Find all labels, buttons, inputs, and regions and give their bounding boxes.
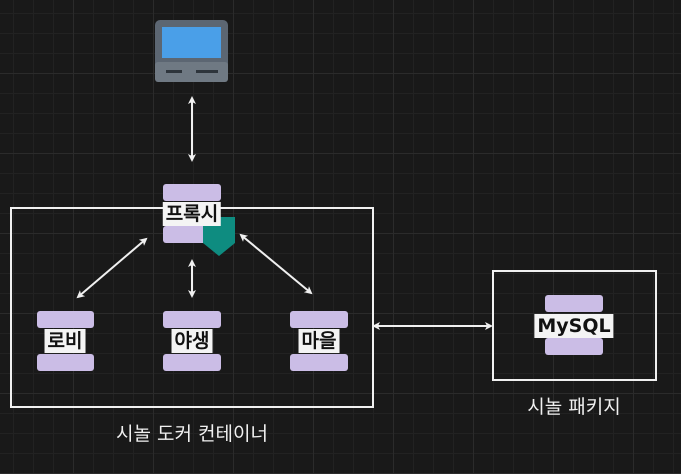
lobby-node-bottom bbox=[37, 354, 94, 371]
arrow-proxy-village bbox=[239, 233, 313, 295]
village-label: 마을 bbox=[298, 329, 340, 353]
village-node-bottom bbox=[290, 354, 348, 371]
mysql-label: MySQL bbox=[534, 314, 614, 338]
village-node-top bbox=[290, 311, 348, 328]
mysql-node-top bbox=[545, 295, 603, 312]
lobby-label: 로비 bbox=[44, 329, 86, 353]
wild-node-bottom bbox=[163, 354, 221, 371]
mysql-node-bottom bbox=[545, 338, 603, 355]
wild-node-top bbox=[163, 311, 221, 328]
arrow-proxy-lobby bbox=[76, 237, 148, 299]
proxy-node-top bbox=[163, 184, 221, 201]
laptop-icon bbox=[155, 20, 228, 82]
lobby-node-top bbox=[37, 311, 94, 328]
shield-icon bbox=[203, 217, 235, 256]
wild-label: 야생 bbox=[171, 329, 213, 353]
package-container-box bbox=[492, 270, 657, 381]
docker-container-caption: 시놀 도커 컨테이너 bbox=[116, 423, 268, 445]
package-container-caption: 시놀 패키지 bbox=[527, 396, 621, 418]
proxy-label: 프록시 bbox=[162, 202, 222, 226]
